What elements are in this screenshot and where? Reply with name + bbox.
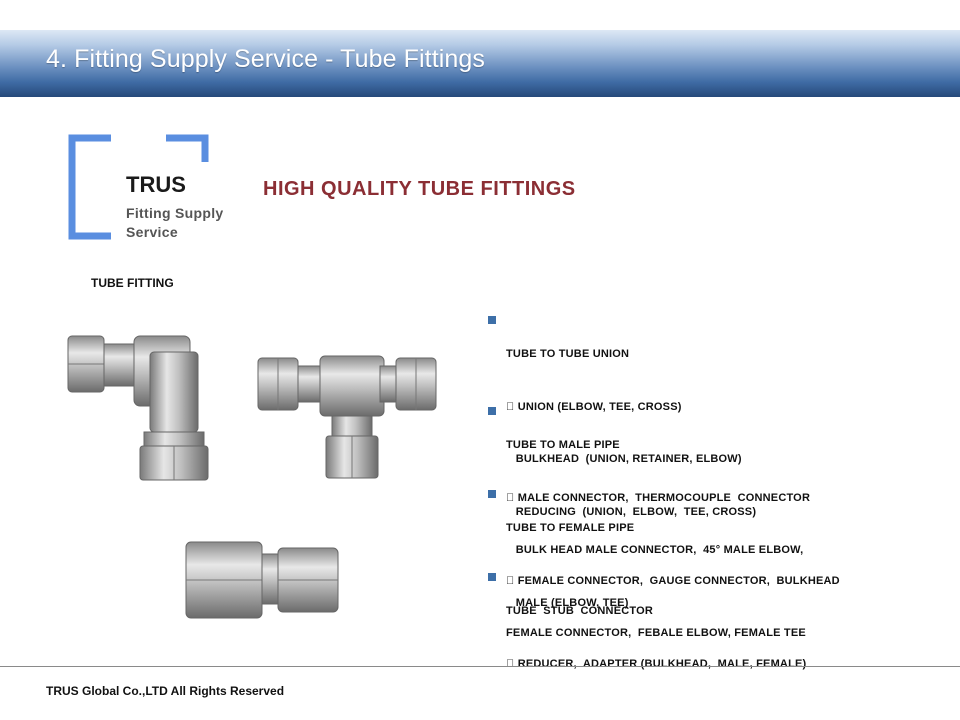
- page-title: 4. Fitting Supply Service - Tube Fitting…: [46, 45, 486, 73]
- category-tube-to-tube-union: TUBE TO TUBE UNION  UNION (ELBOW, TEE, …: [488, 311, 756, 556]
- category-line:  FEMALE CONNECTOR, GAUGE CONNECTOR, BUL…: [506, 574, 840, 587]
- bullet-square-icon: [488, 573, 496, 581]
- brand-name: TRUS: [126, 172, 186, 197]
- category-line: MALE (ELBOW, TEE): [506, 596, 629, 609]
- brand-tagline: Fitting Supply Service: [126, 205, 224, 240]
- headline: HIGH QUALITY TUBE FITTINGS: [263, 178, 576, 200]
- category-line: BULKHEAD (UNION, RETAINER, ELBOW): [506, 453, 742, 465]
- category-tube-stub-connector: TUBE STUB CONNECTOR  REDUCER, ADAPTER (…: [488, 568, 806, 708]
- elbow-fitting-image: [67, 335, 209, 481]
- footer-copyright: TRUS Global Co.,LTD All Rights Reserved: [46, 684, 285, 698]
- category-title: TUBE STUB CONNECTOR: [506, 605, 654, 617]
- bullet-square-icon: [488, 407, 496, 415]
- category-title: TUBE TO FEMALE PIPE: [506, 522, 635, 534]
- category-line:  MALE CONNECTOR, THERMOCOUPLE CONNECTOR: [506, 491, 810, 504]
- category-line:  UNION (ELBOW, TEE, CROSS): [506, 400, 681, 413]
- bullet-square-icon: [488, 490, 496, 498]
- category-title: TUBE TO MALE PIPE: [506, 439, 620, 451]
- female-connector-image: [185, 541, 339, 619]
- category-line: REDUCING (UNION, ELBOW, TEE, CROSS): [506, 505, 757, 518]
- footer-divider: [0, 666, 960, 667]
- category-tube-to-male-pipe: TUBE TO MALE PIPE  MALE CONNECTOR, THER…: [488, 402, 810, 647]
- title-bar: 4. Fitting Supply Service - Tube Fitting…: [0, 30, 960, 97]
- category-line: FEMALE CONNECTOR, FEBALE ELBOW, FEMALE T…: [506, 627, 806, 639]
- bracket-logo-icon: [68, 134, 209, 240]
- bullet-square-icon: [488, 316, 496, 324]
- category-line: BULK HEAD MALE CONNECTOR, 45° MALE ELBOW…: [506, 544, 804, 556]
- category-line:  REDUCER, ADAPTER (BULKHEAD, MALE, FEMA…: [506, 657, 806, 670]
- section-label: TUBE FITTING: [91, 276, 174, 290]
- category-title: TUBE TO TUBE UNION: [506, 348, 630, 360]
- category-tube-to-female-pipe: TUBE TO FEMALE PIPE  FEMALE CONNECTOR, …: [488, 485, 840, 678]
